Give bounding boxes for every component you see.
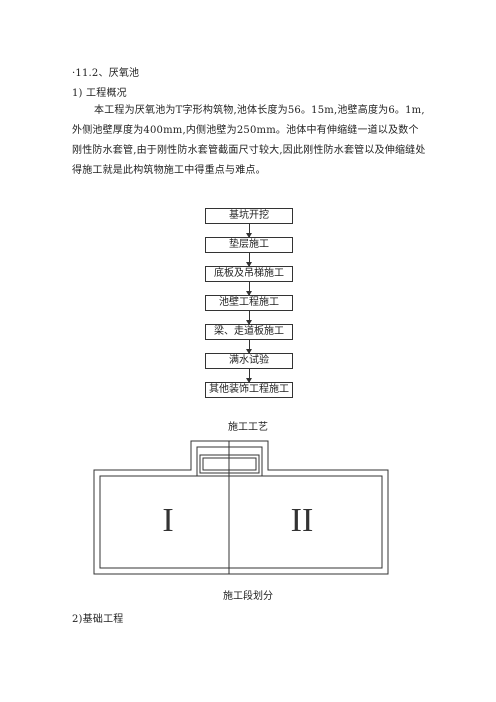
section-heading: ·11.2、厌氧池: [72, 68, 140, 79]
flow-step-decoration: 其他装饰工程施工: [205, 382, 293, 398]
flow-arrow: [246, 311, 252, 325]
flow-arrow: [246, 282, 252, 296]
plan-caption: 施工段划分: [223, 591, 273, 602]
next-section-heading: 2)基础工程: [72, 614, 124, 625]
flow-arrow: [246, 253, 252, 267]
flow-arrow: [246, 224, 252, 238]
paragraph-line-4: 得施工就是此构筑物施工中得重点与难点。: [72, 165, 266, 176]
flow-step-beam-walkway: 梁、走道板施工: [205, 324, 293, 340]
zone-label-right: II: [291, 502, 314, 539]
zone-label-left: I: [162, 502, 173, 539]
plan-inner-outline: [99, 446, 383, 569]
flow-arrow: [246, 340, 252, 354]
flowchart-caption: 施工工艺: [228, 422, 268, 433]
flow-step-wall: 池壁工程施工: [205, 295, 293, 311]
flow-step-cushion: 垫层施工: [205, 237, 293, 253]
plan-outer-outline: [93, 440, 389, 575]
paragraph-line-3: 刚性防水套管,由于刚性防水套管截面尺寸较大,因此刚性防水套管以及伸缩缝处: [72, 145, 426, 156]
paragraph-line-2: 外侧池壁厚度为400mm,内侧池壁为250mm。池体中有伸缩缝一道以及数个: [72, 125, 419, 136]
flow-step-floor-slab: 底板及吊梯施工: [205, 266, 293, 282]
subsection-heading: 1) 工程概况: [72, 88, 127, 99]
flow-arrow: [246, 369, 252, 383]
flow-step-water-test: 满水试验: [205, 353, 293, 369]
flow-step-excavation: 基坑开挖: [205, 208, 293, 224]
paragraph-line-1: 本工程为厌氧池为T字形构筑物,池体长度为56。15m,池壁高度为6。1m,: [94, 105, 425, 116]
